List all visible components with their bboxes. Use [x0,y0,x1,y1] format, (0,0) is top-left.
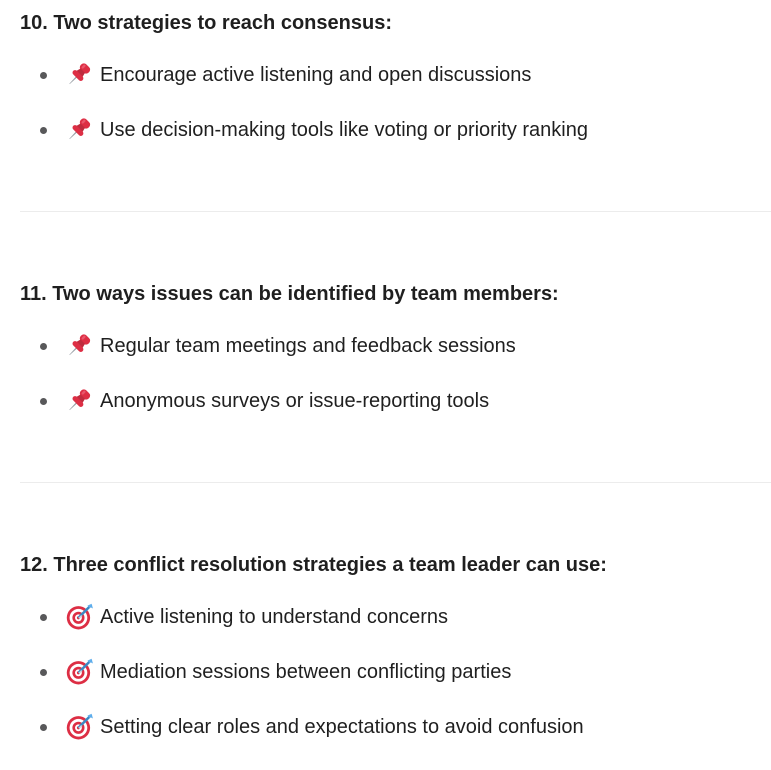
list-item: Active listening to understand concerns [40,602,771,632]
list-item: Anonymous surveys or issue-reporting too… [40,386,771,416]
bullet-list: Encourage active listening and open disc… [0,60,771,145]
section-heading: 11. Two ways issues can be identified by… [20,283,559,305]
list-item-text: Anonymous surveys or issue-reporting too… [100,390,490,412]
list-item: Encourage active listening and open disc… [40,60,771,90]
list-item-text: Use decision-making tools like voting or… [100,119,588,141]
pushpin-icon [66,116,94,144]
dart-icon [66,713,94,741]
section-12: 12. Three conflict resolution strategies… [0,552,771,742]
dart-icon [66,658,94,686]
bullet-dot [40,342,47,350]
list-item-text: Encourage active listening and open disc… [100,64,532,86]
pushpin-icon [66,332,94,360]
bullet-dot [40,71,47,79]
bullet-dot [40,126,47,134]
list-item: Mediation sessions between conflicting p… [40,657,771,687]
bullet-dot [40,397,47,405]
bullet-list: Active listening to understand concerns … [0,602,771,742]
bullet-dot [40,723,47,731]
pushpin-icon [66,387,94,415]
section-10: 10. Two strategies to reach consensus: E… [0,10,771,145]
bullet-dot [40,613,47,621]
bullet-list: Regular team meetings and feedback sessi… [0,331,771,416]
pushpin-icon [66,61,94,89]
list-item-text: Regular team meetings and feedback sessi… [100,335,516,357]
section-divider [20,211,771,212]
list-item: Regular team meetings and feedback sessi… [40,331,771,361]
document-page: 10. Two strategies to reach consensus: E… [0,10,771,742]
list-item-text: Mediation sessions between conflicting p… [100,661,512,683]
section-11: 11. Two ways issues can be identified by… [0,281,771,416]
dart-icon [66,603,94,631]
section-divider [20,482,771,483]
section-heading: 12. Three conflict resolution strategies… [20,554,607,576]
list-item-text: Setting clear roles and expectations to … [100,716,584,738]
list-item-text: Active listening to understand concerns [100,606,448,628]
list-item: Use decision-making tools like voting or… [40,115,771,145]
list-item: Setting clear roles and expectations to … [40,712,771,742]
bullet-dot [40,668,47,676]
section-heading: 10. Two strategies to reach consensus: [20,12,392,34]
